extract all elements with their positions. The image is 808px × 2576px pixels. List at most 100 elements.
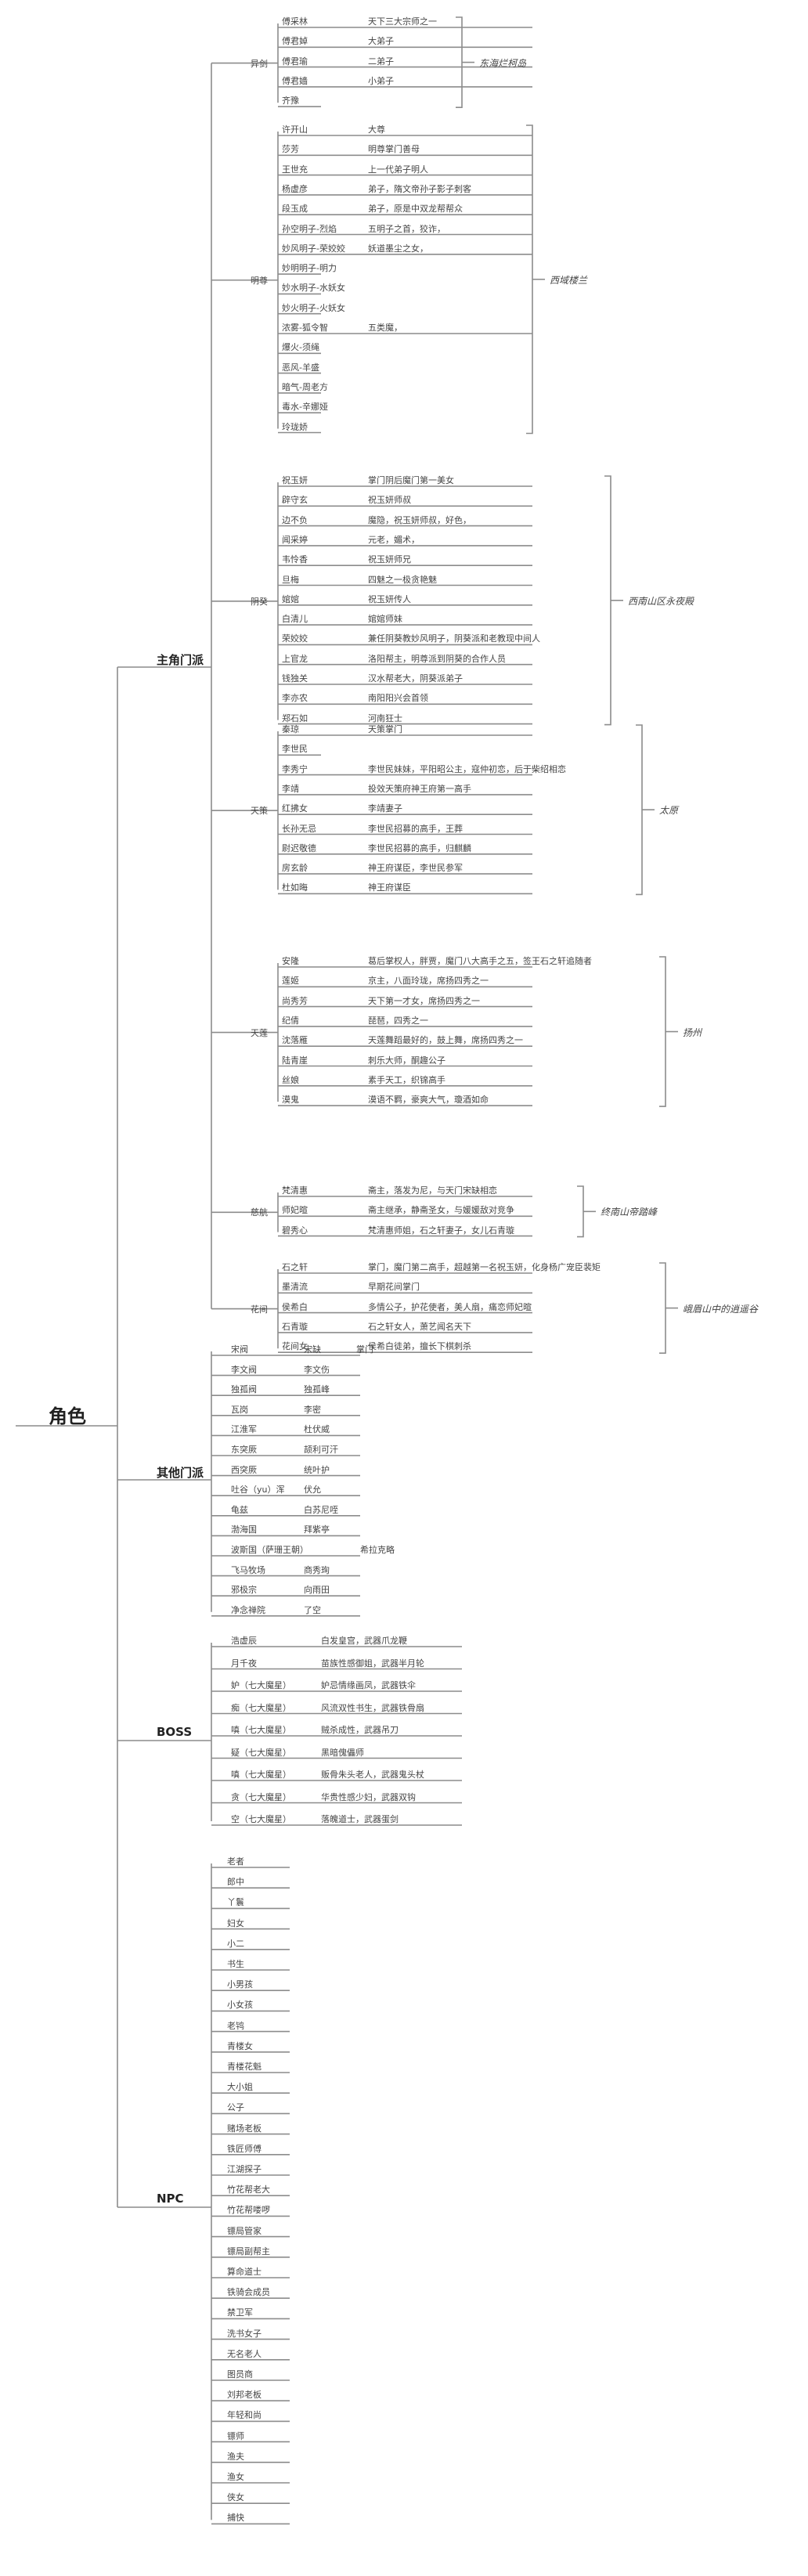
member-desc: 婠婠师妹 bbox=[368, 614, 402, 625]
faction-name: 飞马牧场 bbox=[231, 1564, 265, 1575]
member-name: 长孙无忌 bbox=[282, 823, 316, 834]
member-name: 尉迟敬德 bbox=[282, 842, 316, 853]
member-name: 辟守玄 bbox=[282, 495, 308, 506]
boss-desc: 妒忌情缘画凤，武器铁伞 bbox=[321, 1680, 416, 1690]
member-desc: 李靖妻子 bbox=[368, 803, 402, 814]
npc-name: 江湖探子 bbox=[227, 2164, 262, 2174]
faction-leader: 希拉克略 bbox=[360, 1545, 395, 1555]
sect-label: 天策 bbox=[251, 806, 268, 817]
member-desc: 祝玉妍传人 bbox=[368, 593, 411, 604]
member-desc: 洛阳帮主，明尊派到阴葵的合作人员 bbox=[368, 653, 506, 664]
faction-leader: 宋缺 bbox=[304, 1344, 321, 1355]
faction-name: 宋阀 bbox=[231, 1344, 248, 1355]
npc-name: 青楼女 bbox=[227, 2040, 253, 2051]
sect-place-label: 西南山区永夜殿 bbox=[628, 595, 694, 607]
boss-name: 空（七大魔星） bbox=[231, 1814, 291, 1824]
boss-name: 浩虚辰 bbox=[231, 1636, 257, 1646]
boss-desc: 贩骨朱头老人，武器鬼头杖 bbox=[321, 1770, 424, 1780]
member-name: 纪倩 bbox=[282, 1015, 299, 1026]
member-desc: 兼任阴葵教妙风明子，阴葵派和老教现中间人 bbox=[368, 633, 540, 644]
boss-name: 嗔（七大魔星） bbox=[231, 1725, 291, 1735]
member-name: 王世充 bbox=[282, 164, 308, 175]
member-name: 祝玉妍 bbox=[282, 475, 308, 485]
faction-role: 掌门 bbox=[356, 1344, 373, 1355]
npc-name: 竹花帮老大 bbox=[227, 2185, 270, 2195]
boss-name: 嗔（七大魔星） bbox=[231, 1770, 291, 1780]
sect-label: 明尊 bbox=[251, 275, 268, 286]
category-label-boss: BOSS bbox=[157, 1725, 193, 1739]
faction-leader: 伏允 bbox=[304, 1485, 321, 1495]
member-desc: 天莲舞蹈最好的，鼓上舞，席扬四秀之一 bbox=[368, 1035, 523, 1046]
npc-name: 小二 bbox=[227, 1938, 244, 1949]
member-name: 傅采林 bbox=[282, 16, 308, 27]
member-name: 墨清流 bbox=[282, 1282, 308, 1293]
npc-name: 洗书女子 bbox=[227, 2328, 262, 2339]
boss-name: 痴（七大魔星） bbox=[231, 1702, 291, 1713]
npc-name: 年轻和尚 bbox=[227, 2410, 262, 2421]
member-desc: 李世民招募的高手，王葬 bbox=[368, 823, 463, 834]
member-desc: 李世民招募的高手，归麒麟 bbox=[368, 842, 471, 853]
sect-label: 慈航 bbox=[251, 1207, 268, 1218]
member-name: 石之轩 bbox=[282, 1262, 308, 1272]
member-desc: 斋主，落发为尼，与天门宋缺相恋 bbox=[368, 1185, 497, 1196]
member-name: 妙风明子-荣姣姣 bbox=[282, 243, 345, 254]
member-name: 李亦农 bbox=[282, 693, 308, 704]
boss-desc: 黑暗傀儡师 bbox=[321, 1747, 364, 1758]
member-desc: 掌门阴后魔门第一美女 bbox=[368, 475, 454, 485]
member-desc: 汉水帮老大，阴葵派弟子 bbox=[368, 673, 463, 684]
member-desc: 京主，八面玲珑，席扬四秀之一 bbox=[368, 976, 489, 987]
member-name: 上官龙 bbox=[282, 653, 308, 664]
npc-name: 算命道士 bbox=[227, 2267, 262, 2277]
sect-place-label: 太原 bbox=[659, 805, 679, 817]
member-name: 旦梅 bbox=[282, 574, 299, 585]
npc-name: 竹花帮喽啰 bbox=[227, 2205, 270, 2216]
npc-name: 图员商 bbox=[227, 2369, 253, 2379]
member-desc: 掌门，魔门第二高手，超越第一名祝玉妍，化身杨广宠臣裴矩 bbox=[368, 1262, 601, 1272]
member-desc: 妖道墨尘之女， bbox=[368, 243, 428, 254]
npc-name: 渔夫 bbox=[227, 2451, 244, 2462]
member-name: 师妃暄 bbox=[282, 1205, 308, 1216]
npc-name: 郎中 bbox=[227, 1877, 244, 1888]
category-label-npc: NPC bbox=[157, 2192, 184, 2206]
member-desc: 明尊掌门善母 bbox=[368, 144, 420, 155]
member-name: 梵清惠 bbox=[282, 1185, 308, 1196]
faction-leader: 统叶护 bbox=[304, 1464, 330, 1475]
member-name: 李秀宁 bbox=[282, 763, 308, 774]
member-desc: 四魅之一极贪艳魅 bbox=[368, 574, 437, 585]
member-name: 傅君瑜 bbox=[282, 56, 308, 67]
boss-name: 贪（七大魔星） bbox=[231, 1791, 291, 1802]
member-name: 尚秀芳 bbox=[282, 995, 308, 1006]
place-bracket bbox=[659, 1262, 666, 1354]
npc-name: 小女孩 bbox=[227, 2000, 253, 2011]
boss-desc: 华贵性感少妇，武器双钩 bbox=[321, 1791, 416, 1802]
member-name: 孙空明子-烈焰 bbox=[282, 223, 337, 234]
sect-label: 异剑 bbox=[251, 58, 268, 69]
boss-desc: 苗族性感御姐，武器半月轮 bbox=[321, 1658, 424, 1669]
npc-name: 镖局副帮主 bbox=[227, 2246, 270, 2257]
category-label-main: 主角门派 bbox=[157, 653, 204, 667]
member-name: 杜如晦 bbox=[282, 882, 308, 893]
member-desc: 魔隐，祝玉妍师叔，好色， bbox=[368, 514, 471, 525]
member-name: 傅君婥 bbox=[282, 36, 308, 47]
member-name: 陆青崖 bbox=[282, 1055, 308, 1066]
boss-desc: 白发皇宫，武器爪龙鞭 bbox=[321, 1636, 407, 1646]
member-desc: 多情公子，护花使者，美人扇，痛恋师妃暄 bbox=[368, 1301, 532, 1312]
member-desc: 刺乐大师，酮趣公子 bbox=[368, 1055, 445, 1066]
place-bracket bbox=[526, 124, 533, 435]
member-desc: 漠语不羁，豪爽大气，瓊酒如命 bbox=[368, 1095, 489, 1106]
sect-label: 阴癸 bbox=[251, 596, 268, 607]
member-name: 红拂女 bbox=[282, 803, 308, 814]
npc-name: 丫鬟 bbox=[227, 1897, 244, 1908]
member-name: 妙火明子-火妖女 bbox=[282, 302, 345, 313]
member-name: 房玄龄 bbox=[282, 863, 308, 874]
member-name: 闻采婷 bbox=[282, 534, 308, 545]
member-desc: 天策掌门 bbox=[368, 724, 402, 734]
place-bracket bbox=[456, 16, 463, 108]
npc-name: 大小姐 bbox=[227, 2082, 253, 2093]
member-name: 韦怜香 bbox=[282, 554, 308, 565]
member-desc: 二弟子 bbox=[368, 56, 394, 67]
faction-name: 波斯国（萨珊王朝） bbox=[231, 1545, 308, 1555]
member-name: 李靖 bbox=[282, 783, 299, 794]
boss-name: 妒（七大魔星） bbox=[231, 1680, 291, 1690]
